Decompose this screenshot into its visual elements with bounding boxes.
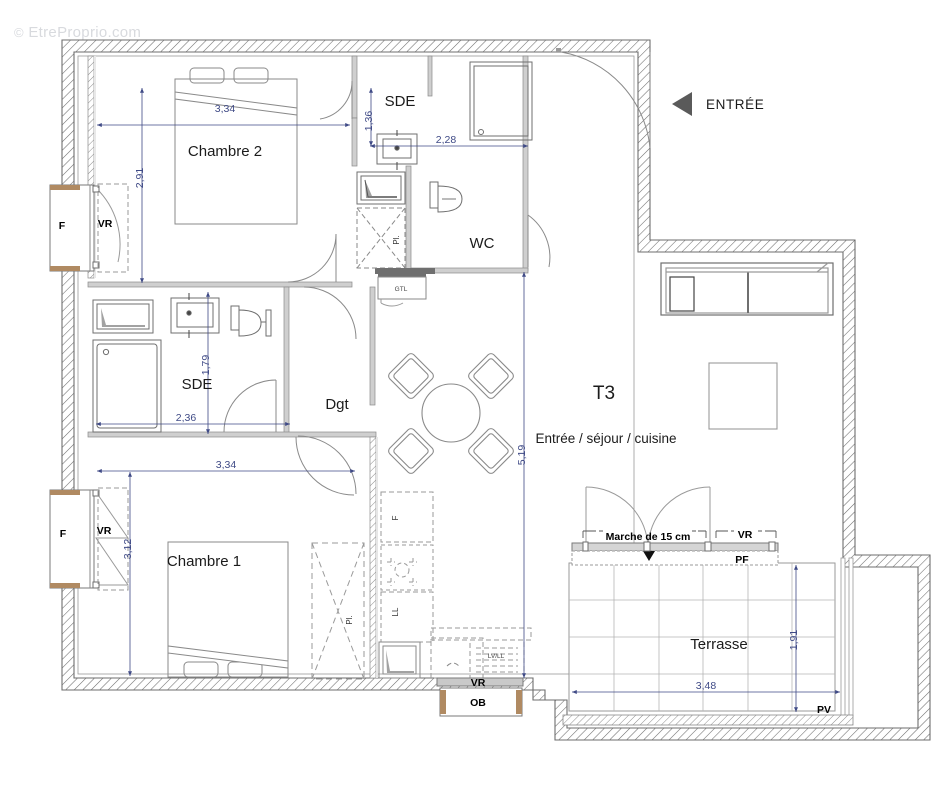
room-label-terrasse: Terrasse — [690, 636, 748, 653]
closet-chambre1 — [311, 542, 365, 680]
tag-closet-top: Pl. — [392, 235, 401, 244]
sde-top-door — [319, 80, 353, 120]
room-label-chambre2: Chambre 2 — [188, 143, 262, 160]
dim-sde-top-length: 2,28 — [436, 134, 457, 146]
window-ob — [436, 677, 524, 717]
entry-arrow-group — [672, 92, 692, 116]
sde-top-fixtures — [376, 61, 533, 170]
tag-closet-chambre1: Pl. — [345, 615, 354, 624]
dim-sde-top-width: 1,36 — [363, 111, 375, 132]
room-labels: Chambre 2 Chambre 1 SDE SDE WC Dgt Terra… — [167, 93, 748, 653]
watermark-text: EtreProprio.com — [28, 24, 142, 41]
dim-sde-mid-width: 2,36 — [176, 412, 197, 424]
room-label-sde-mid: SDE — [182, 376, 213, 393]
sofa — [660, 262, 834, 316]
dim-sejour-depth: 5,19 — [516, 445, 528, 466]
sde-top-bath — [356, 171, 406, 205]
sde-mid-fixtures — [92, 293, 272, 433]
chambre1-bed — [167, 541, 289, 678]
annotation-labels: F VR F VR VR OB VR PF PV Marche de 15 cm… — [59, 218, 831, 716]
tag-window-chambre2: F — [59, 220, 66, 232]
dim-sde-mid-depth: 1,79 — [200, 355, 212, 376]
gtl-box — [377, 268, 427, 307]
dimension-lines — [96, 88, 840, 712]
room-label-dgt: Dgt — [325, 396, 349, 413]
tag-glazing-pv: PV — [817, 704, 831, 716]
tag-shutter-chambre1: VR — [97, 525, 112, 537]
interior-walls — [87, 55, 529, 679]
window-chambre2 — [49, 183, 129, 273]
tag-fridge: F — [391, 515, 400, 520]
chambre2-bed — [174, 67, 298, 225]
entry-door — [556, 48, 651, 149]
left-triangle-icon — [672, 92, 692, 116]
entry-label: ENTRÉE — [706, 97, 764, 112]
dim-chambre2-width: 3,34 — [215, 103, 236, 115]
dining-set — [388, 353, 514, 474]
tag-opening-ob: OB — [470, 697, 486, 709]
dim-terrasse-depth: 1,91 — [788, 630, 800, 651]
chambre2-door — [287, 233, 337, 283]
tag-shutter-kitchen: VR — [471, 677, 486, 689]
dim-chambre1-depth: 3,12 — [122, 539, 134, 560]
tag-window-chambre1: F — [60, 528, 67, 540]
tag-gtl: GTL — [395, 286, 408, 293]
plan-code-t3: T3 — [593, 383, 615, 404]
coffee-table — [708, 362, 778, 430]
dim-chambre1-width: 3,34 — [216, 459, 237, 471]
dim-terrasse-width: 3,48 — [696, 680, 717, 692]
tag-dishwasher: LV/LL — [488, 653, 505, 660]
watermark: © EtreProprio.com — [14, 24, 141, 41]
room-label-sde-top: SDE — [385, 93, 416, 110]
wc-fixtures — [429, 181, 463, 213]
room-label-chambre1: Chambre 1 — [167, 553, 241, 570]
wc-door — [527, 214, 551, 268]
dimension-labels: 3,34 2,91 1,36 2,28 1,79 2,36 3,34 3,12 … — [122, 103, 800, 692]
tag-french-door: PF — [735, 554, 749, 566]
terrace — [562, 557, 854, 726]
kitchen-units — [378, 491, 532, 679]
dgt-doors — [295, 286, 357, 496]
window-chambre1 — [49, 487, 129, 591]
exterior-walls — [61, 39, 931, 741]
tag-shutter-terrace: VR — [738, 529, 753, 541]
copyright-icon: © — [14, 25, 24, 40]
step-note: Marche de 15 cm — [606, 531, 691, 543]
dim-chambre2-depth: 2,91 — [134, 168, 146, 189]
main-room-description: Entrée / séjour / cuisine — [535, 431, 676, 446]
step-bracket — [582, 530, 777, 538]
room-label-wc: WC — [470, 235, 495, 252]
tag-washer: LL — [391, 607, 400, 616]
entry-label-group: ENTRÉE — [706, 97, 764, 112]
french-doors — [571, 486, 779, 566]
tag-shutter-chambre2: VR — [98, 218, 113, 230]
